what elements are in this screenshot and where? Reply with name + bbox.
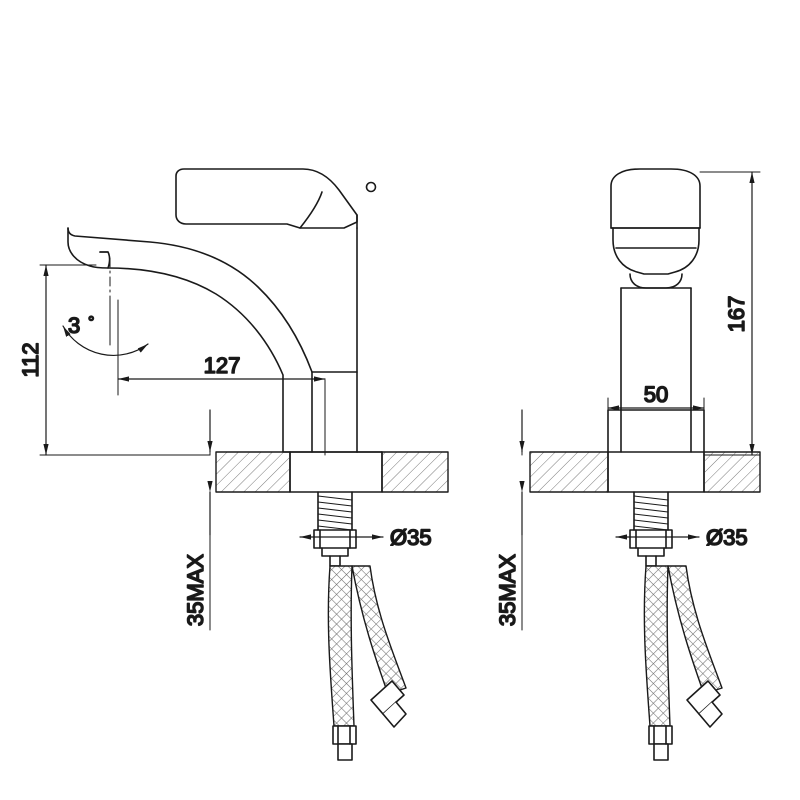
- dimension-hole-dia-35-left: Ø35: [299, 524, 432, 551]
- side-view-counter: [215, 451, 449, 493]
- dimension-hole-dia-35-right: Ø35: [615, 524, 748, 551]
- dimension-height-112: 112: [17, 264, 211, 456]
- front-view-faucet-body: [607, 168, 705, 493]
- front-view-counter: [529, 451, 761, 493]
- label-dia35-right: Ø35: [706, 525, 748, 550]
- dimension-35max-left: 35MAX: [182, 409, 213, 631]
- front-view-shank: [629, 491, 673, 567]
- dimension-reach-127: 127: [117, 299, 326, 456]
- dimension-width-50: 50: [607, 381, 705, 453]
- label-dia35-left: Ø35: [390, 525, 432, 550]
- side-view-hoses: [327, 565, 407, 761]
- dimension-angle-3: 3 °: [62, 257, 149, 357]
- dimension-35max-right: 35MAX: [494, 409, 525, 631]
- label-127: 127: [204, 353, 241, 378]
- side-view-shank: [313, 491, 357, 567]
- label-50: 50: [644, 382, 668, 407]
- label-167: 167: [724, 296, 749, 333]
- dimension-height-167: 167: [699, 171, 761, 456]
- label-degree-symbol: °: [88, 314, 94, 331]
- label-112: 112: [18, 342, 43, 377]
- front-view-hoses: [643, 565, 723, 761]
- label-angle-3: 3: [68, 313, 80, 338]
- label-35max-left: 35MAX: [183, 554, 208, 626]
- side-view-faucet-body: [67, 168, 383, 493]
- label-35max-right: 35MAX: [495, 554, 520, 626]
